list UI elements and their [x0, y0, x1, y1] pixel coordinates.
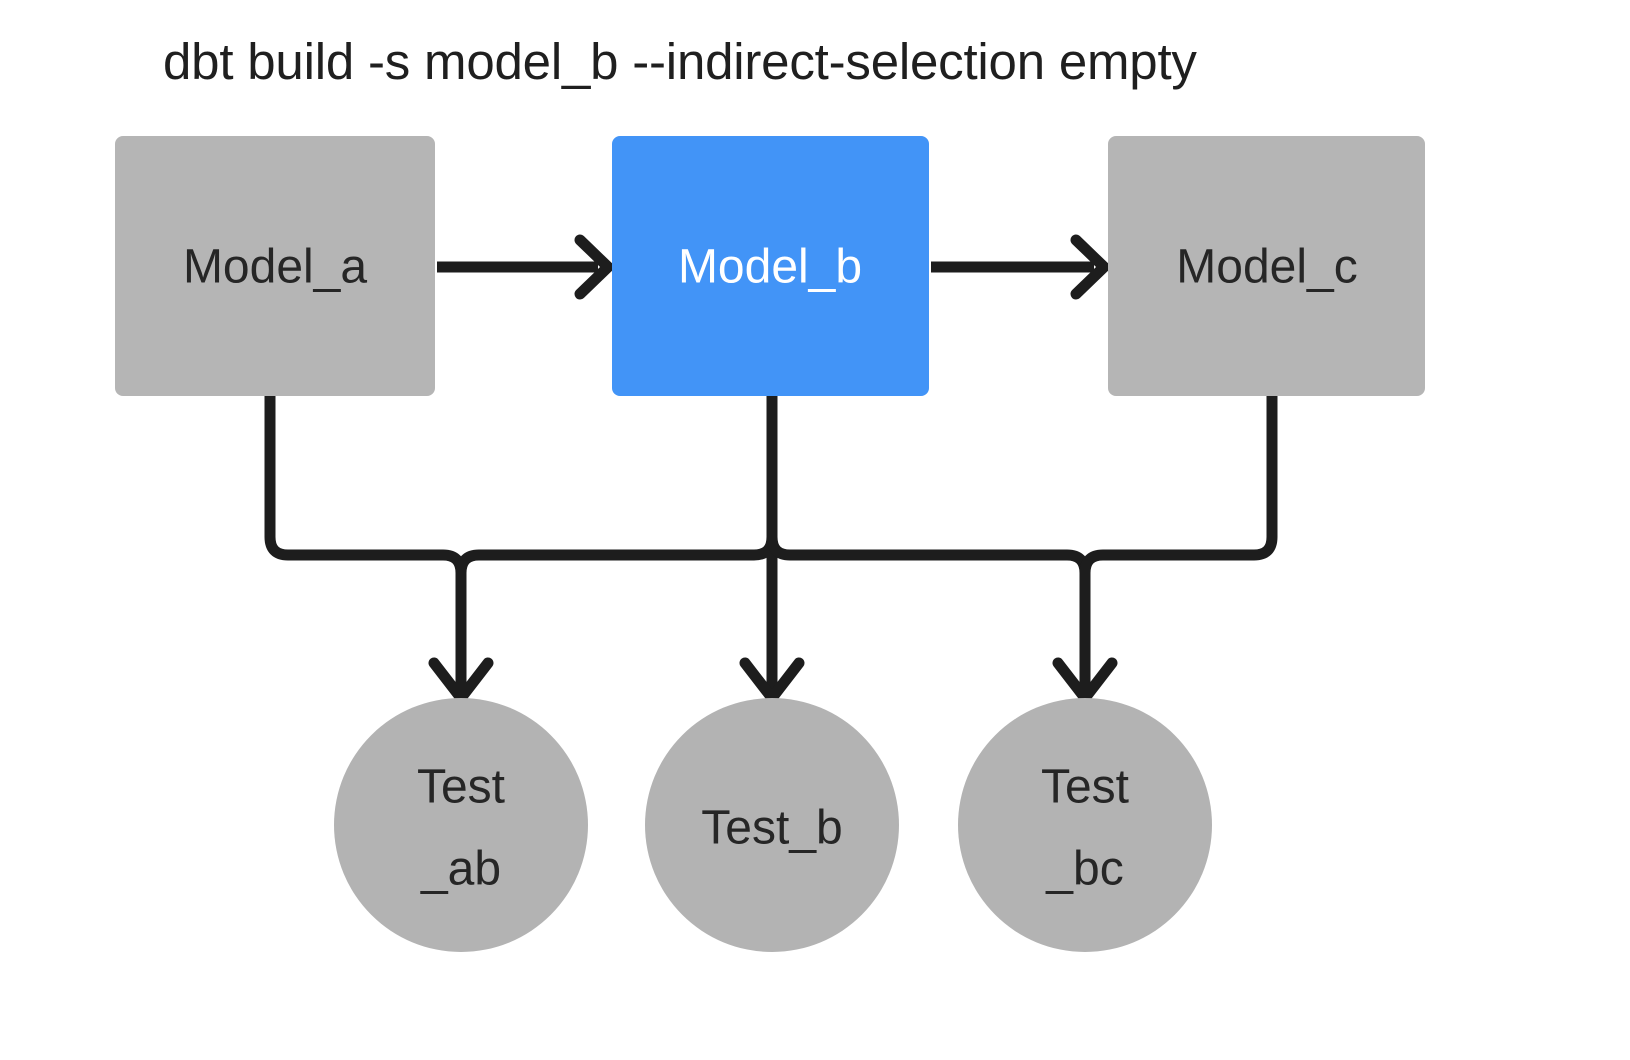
edge-line	[766, 396, 1091, 690]
node-test-ab[interactable]: Test _ab	[334, 698, 588, 952]
edge-model-b-to-test-ab	[428, 396, 778, 704]
edge-model-c-to-test-bc	[1052, 396, 1278, 704]
edge-model-b-to-model-c	[931, 234, 1110, 300]
node-model-b[interactable]: Model_b	[612, 136, 929, 396]
node-model-a[interactable]: Model_a	[115, 136, 435, 396]
test-b-label-line1: Test_b	[701, 802, 842, 855]
node-model-c[interactable]: Model_c	[1108, 136, 1425, 396]
edge-line	[264, 396, 467, 690]
test-ab-label-line2: _ab	[420, 843, 501, 896]
arrowhead-icon	[574, 234, 614, 300]
node-test-bc[interactable]: Test _bc	[958, 698, 1212, 952]
edge-model-b-to-test-bc	[766, 396, 1091, 690]
node-test-b[interactable]: Test_b	[645, 698, 899, 952]
test-bc-label-line1: Test	[1041, 761, 1129, 814]
model-b-box[interactable]	[612, 136, 929, 396]
test-bc-label-line2: _bc	[1045, 843, 1123, 896]
model-a-label: Model_a	[183, 241, 367, 294]
arrowhead-icon	[1070, 234, 1110, 300]
model-c-box[interactable]	[1108, 136, 1425, 396]
edge-line	[455, 396, 778, 690]
edge-model-a-to-test-ab	[264, 396, 467, 690]
model-c-label: Model_c	[1176, 241, 1357, 294]
test-ab-label-line1: Test	[417, 761, 505, 814]
edge-model-a-to-model-b	[437, 234, 614, 300]
test-b-circle[interactable]	[645, 698, 899, 952]
page-title: dbt build -s model_b --indirect-selectio…	[163, 33, 1197, 90]
test-ab-circle[interactable]	[334, 698, 588, 952]
model-a-box[interactable]	[115, 136, 435, 396]
edge-line	[1079, 396, 1278, 690]
model-b-label: Model_b	[678, 241, 862, 294]
test-bc-circle[interactable]	[958, 698, 1212, 952]
